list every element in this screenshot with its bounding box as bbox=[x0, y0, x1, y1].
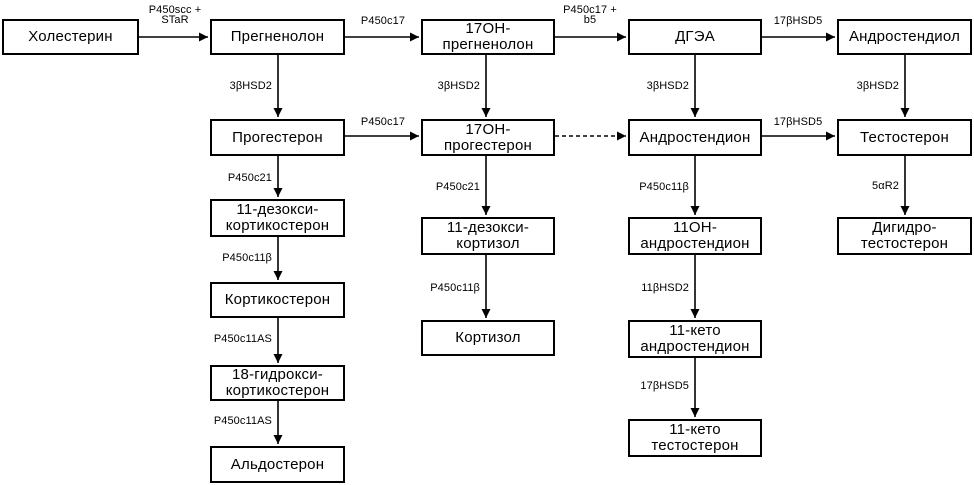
enzyme-label-p450c11b-col3: P450c11β bbox=[430, 282, 480, 294]
enzyme-label-3bhsd2-col2: 3βHSD2 bbox=[229, 80, 272, 92]
enzyme-label-17bhsd5-row1: 17βHSD5 bbox=[773, 15, 823, 27]
enzyme-label-3bhsd2-col4: 3βHSD2 bbox=[646, 80, 689, 92]
enzyme-label-p450c17-b5: P450c17 + b5 bbox=[563, 4, 617, 26]
node-pregnenolone: Прегненолон bbox=[210, 19, 345, 55]
enzyme-label-5ar2: 5αR2 bbox=[872, 180, 899, 192]
node-17oh-pregnenolone: 17ОН- прегненолон bbox=[421, 19, 555, 55]
enzyme-label-p450c11b-col4: P450c11β bbox=[639, 181, 689, 193]
node-testosterone: Тестостерон bbox=[837, 119, 972, 156]
node-11-keto-androstenedione: 11-кето андростендион bbox=[628, 320, 762, 358]
node-11-keto-testosterone: 11-кето тестостерон bbox=[628, 419, 762, 457]
enzyme-label-11bhsd2: 11βHSD2 bbox=[641, 282, 689, 294]
node-11oh-androstenedione: 11ОН- андростендион bbox=[628, 217, 762, 255]
node-corticosterone: Кортикостерон bbox=[210, 282, 345, 318]
node-dihydrotestosterone: Дигидро- тестостерон bbox=[837, 217, 972, 255]
enzyme-label-3bhsd2-col3: 3βHSD2 bbox=[437, 80, 480, 92]
enzyme-label-p450scc-star: P450scc + STaR bbox=[148, 4, 202, 26]
node-17oh-progesterone: 17ОН- прогестерон bbox=[421, 119, 555, 156]
enzyme-label-p450c11as-2: P450c11AS bbox=[213, 415, 272, 427]
enzyme-label-p450c11b-col2: P450c11β bbox=[222, 252, 272, 264]
enzyme-label-17bhsd5-col4: 17βHSD5 bbox=[640, 380, 689, 392]
enzyme-label-p450c21-col3: P450c21 bbox=[435, 181, 480, 193]
node-11-deoxycorticosterone: 11-дезокси- кортикостерон bbox=[210, 199, 345, 237]
node-11-deoxycortisol: 11-дезокси- кортизол bbox=[421, 217, 555, 255]
enzyme-label-p450c17-row2: P450c17 bbox=[360, 116, 406, 128]
enzyme-label-p450c17-row1: P450c17 bbox=[360, 15, 406, 27]
node-cholesterol: Холестерин bbox=[2, 19, 139, 55]
node-androstenediol: Андростендиол bbox=[837, 19, 972, 55]
node-18-hydroxycorticosterone: 18-гидрокси- кортикостерон bbox=[210, 365, 345, 401]
enzyme-label-p450c11as-1: P450c11AS bbox=[213, 333, 272, 345]
node-cortisol: Кортизол bbox=[421, 320, 555, 356]
node-aldosterone: Альдостерон bbox=[210, 446, 345, 483]
node-androstenedione: Андростендион bbox=[628, 119, 762, 156]
node-progesterone: Прогестерон bbox=[210, 119, 345, 156]
enzyme-label-17bhsd5-row2: 17βHSD5 bbox=[773, 116, 823, 128]
enzyme-label-3bhsd2-col5: 3βHSD2 bbox=[856, 80, 899, 92]
enzyme-label-p450c21-col2: P450c21 bbox=[227, 172, 272, 184]
node-dhea: ДГЭА bbox=[628, 19, 762, 55]
